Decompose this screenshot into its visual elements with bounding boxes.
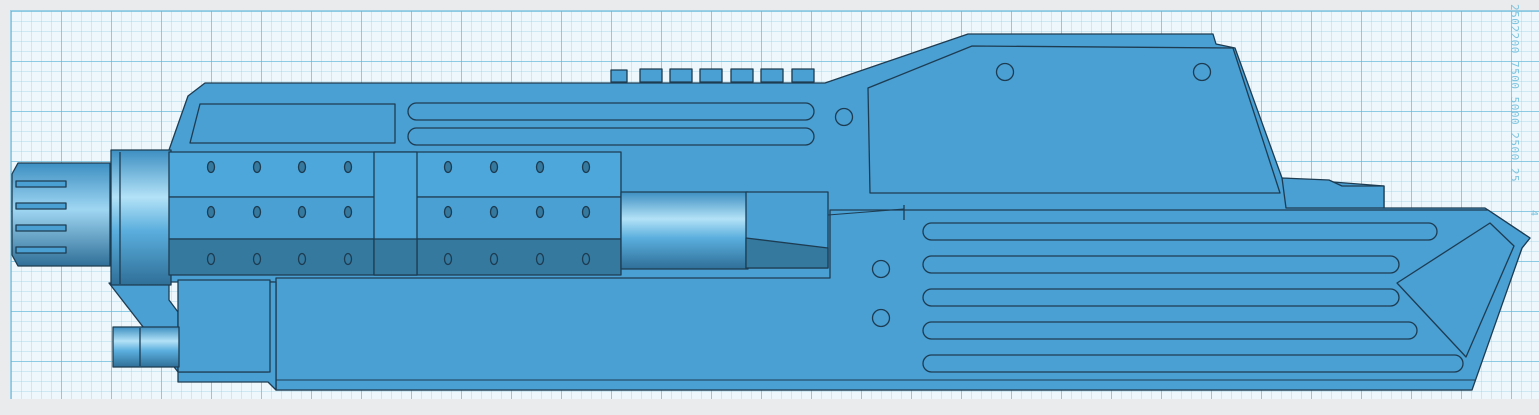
muzzle <box>11 162 111 267</box>
ruler-label: 2502200 7500 5000 2500 25 <box>1508 4 1521 183</box>
top-window <box>189 103 396 144</box>
ruler-label-small: 4 <box>1528 210 1539 217</box>
lower-slots <box>922 222 1464 373</box>
top-rail-nubs <box>610 68 815 83</box>
upper-slots <box>407 102 815 146</box>
grip-block <box>177 279 271 373</box>
stock-block <box>1281 177 1385 209</box>
vent-holes <box>206 160 591 266</box>
muzzle-slots <box>15 180 67 254</box>
screw-holes <box>834 62 1212 328</box>
lower-body <box>275 209 1531 391</box>
side-tube <box>112 326 180 368</box>
upper-panel <box>867 45 1281 194</box>
rear-triangle <box>1396 222 1515 358</box>
inner-barrel <box>620 191 749 270</box>
